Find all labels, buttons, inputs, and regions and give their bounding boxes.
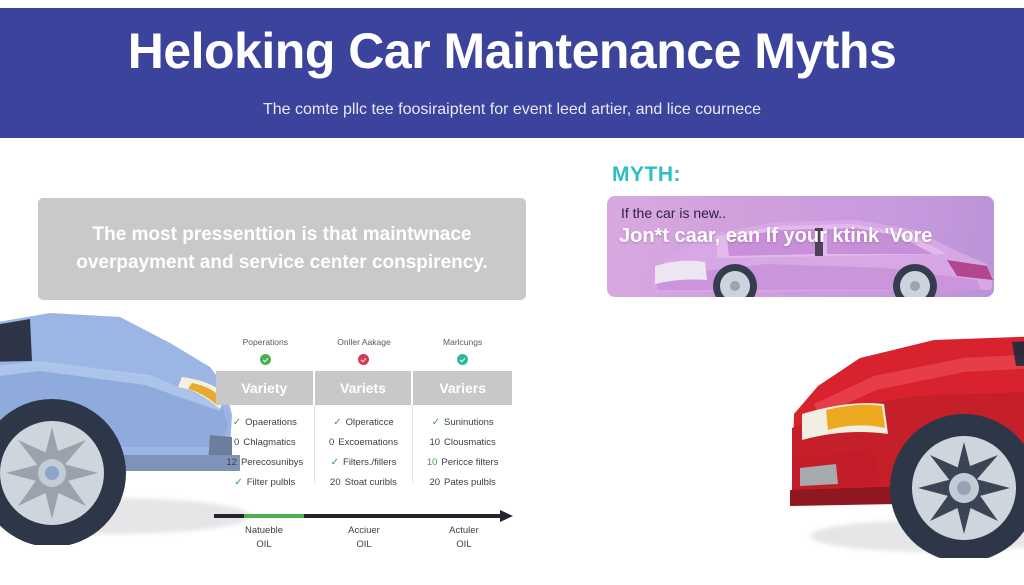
- column-header: Variets: [314, 371, 414, 405]
- comparison-table: Poperations Variety ✓ Opaerations 0 Chla…: [216, 338, 512, 508]
- myth-car-illustration: [653, 220, 993, 297]
- table-row: 20 Pates pulbls: [413, 473, 512, 493]
- row-text: Pericce filters: [441, 457, 499, 469]
- column-badge-row: [216, 354, 315, 366]
- table-row: ✓ Olperaticce: [315, 413, 413, 433]
- row-text: Stoat curibls: [344, 477, 397, 489]
- timeline-label: Natueble OIL: [214, 524, 314, 552]
- timeline-label: Actuler OIL: [414, 524, 514, 552]
- column-top-label: Marlcungs: [443, 337, 483, 347]
- row-text: Pates pulbls: [444, 477, 496, 489]
- myth-box: If the car is new.. Jon*t caar, ean lf y…: [607, 196, 994, 297]
- status-badge-cross-icon: [358, 354, 370, 365]
- row-text: Filter pulbls: [246, 477, 296, 489]
- left-car-illustration: [0, 313, 240, 545]
- check-icon: ✓: [232, 417, 242, 428]
- table-row: 0 Excoemations: [315, 433, 413, 453]
- page-subtitle: The comte pllc tee foosiraiptent for eve…: [262, 101, 762, 118]
- status-badge-check-icon: [457, 354, 469, 365]
- table-column: Onller Aakage Variets ✓ Olperaticce 0 Ex…: [314, 337, 414, 487]
- table-row: 20 Stoat curibls: [315, 473, 413, 493]
- column-body: ✓ Opaerations 0 Chlagmatics 12 Perecosun…: [216, 405, 315, 488]
- check-icon: ✓: [333, 417, 342, 428]
- timeline-labels: Natueble OIL Acciuer OIL Actuler OIL: [214, 524, 514, 552]
- column-body: ✓ Suninutions 10 Clousmatics 10 Pericce …: [413, 405, 512, 488]
- row-number: 10: [426, 457, 438, 469]
- table-row: ✓ Opaerations: [216, 413, 314, 433]
- table-columns: Poperations Variety ✓ Opaerations 0 Chla…: [216, 337, 512, 488]
- table-column: Marlcungs Variers ✓ Suninutions 10 Clous…: [413, 337, 512, 488]
- row-text: Chlagmatics: [243, 437, 296, 449]
- row-number: 20: [330, 477, 341, 489]
- check-icon: ✓: [234, 477, 243, 488]
- column-header: Variety: [216, 371, 315, 405]
- row-text: Opaerations: [245, 417, 297, 429]
- table-column: Poperations Variety ✓ Opaerations 0 Chla…: [216, 337, 315, 488]
- table-row: 12 Perecosunibys: [216, 453, 314, 473]
- page-title: Heloking Car Maintenance Myths: [127, 23, 897, 79]
- row-text: Perecosunibys: [240, 457, 304, 469]
- column-header: Variers: [413, 371, 512, 405]
- column-badge-row: [413, 354, 512, 366]
- arrow-head-icon: [500, 510, 513, 522]
- table-row: 10 Clousmatics: [413, 433, 512, 453]
- timeline-label-top: Natueble: [244, 525, 283, 536]
- check-icon: ✓: [330, 457, 340, 468]
- table-row: ✓ Filters./fillers: [315, 453, 413, 473]
- timeline-arrow: [214, 510, 514, 522]
- timeline-label-top: Actuler: [449, 525, 479, 536]
- statement-text: The most pressenttion is that maintwnace…: [76, 224, 488, 273]
- check-icon: ✓: [431, 417, 440, 428]
- row-text: Suninutions: [444, 417, 494, 429]
- row-text: Filters./fillers: [343, 457, 397, 469]
- timeline-label-top: Acciuer: [348, 525, 380, 536]
- table-row: ✓ Suninutions: [413, 413, 512, 433]
- timeline-label: Acciuer OIL: [314, 524, 414, 552]
- row-text: Clousmatics: [444, 437, 496, 449]
- column-badge-row: [315, 354, 414, 366]
- row-text: Olperaticce: [345, 417, 394, 429]
- status-badge-check-icon: [259, 354, 271, 365]
- timeline-progress-fill: [244, 514, 304, 518]
- myth-line-two: Jon*t caar, ean lf your ktink 'Vore: [619, 225, 933, 247]
- table-row: 0 Chlagmatics: [216, 433, 314, 453]
- row-number: 12: [226, 457, 237, 469]
- timeline-label-bottom: OIL: [356, 538, 372, 550]
- row-number: 10: [429, 437, 441, 449]
- myth-label: MYTH:: [612, 163, 681, 186]
- column-body: ✓ Olperaticce 0 Excoemations ✓ Filters./…: [315, 405, 414, 487]
- row-text: Excoemations: [338, 437, 398, 449]
- timeline-label-bottom: OIL: [456, 538, 472, 550]
- statement-box: The most pressenttion is that maintwnace…: [38, 198, 526, 300]
- column-top-label: Poperations: [242, 337, 289, 347]
- header-band: Heloking Car Maintenance Myths The comte…: [0, 8, 1024, 138]
- right-car-illustration: [790, 336, 1024, 558]
- table-row: 10 Pericce filters: [413, 453, 512, 473]
- row-number: 20: [429, 477, 441, 489]
- column-top-label: Onller Aakage: [337, 337, 391, 347]
- timeline-track: [214, 514, 502, 518]
- timeline-label-bottom: OIL: [256, 538, 272, 550]
- row-number: 0: [234, 437, 240, 449]
- table-row: ✓ Filter pulbls: [216, 473, 314, 493]
- row-number: 0: [329, 437, 335, 449]
- myth-line-one: If the car is new..: [621, 205, 727, 221]
